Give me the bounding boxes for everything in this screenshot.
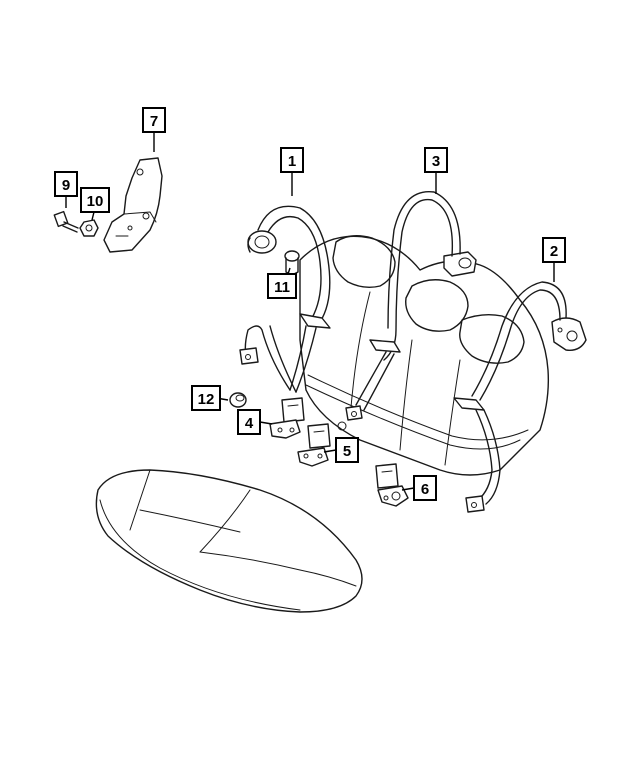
cap — [229, 392, 247, 408]
stud — [284, 250, 300, 275]
callout-7: 7 — [142, 107, 166, 133]
svg-text:4: 4 — [245, 415, 254, 432]
buckle-6 — [375, 463, 409, 507]
nut — [79, 219, 99, 237]
bolt — [53, 210, 79, 233]
svg-text:12: 12 — [198, 391, 215, 408]
buckle-4 — [269, 397, 305, 439]
seat-back — [299, 235, 550, 476]
svg-text:5: 5 — [343, 443, 351, 460]
callout-4: 4 — [237, 409, 261, 435]
seat-belt-left — [239, 205, 331, 393]
callout-9: 9 — [54, 171, 78, 197]
seat-cushion — [95, 469, 363, 613]
callout-5: 5 — [335, 437, 359, 463]
svg-text:3: 3 — [432, 153, 440, 170]
svg-text:2: 2 — [550, 243, 558, 260]
svg-text:6: 6 — [421, 481, 429, 498]
callout-10: 10 — [80, 187, 110, 213]
svg-text:1: 1 — [288, 153, 296, 170]
svg-text:10: 10 — [87, 193, 104, 210]
svg-text:9: 9 — [62, 177, 70, 194]
buckle-5 — [297, 423, 331, 467]
callout-1: 1 — [280, 147, 304, 173]
seat-belt-right — [453, 281, 587, 513]
callout-12: 12 — [191, 385, 221, 411]
svg-text:11: 11 — [274, 279, 290, 296]
mounting-bracket — [103, 157, 163, 253]
seat-belt-middle — [337, 190, 477, 431]
svg-text:7: 7 — [150, 113, 158, 130]
callout-11: 11 — [267, 273, 297, 299]
callout-3: 3 — [424, 147, 448, 173]
callout-6: 6 — [413, 475, 437, 501]
leader-lines — [65, 132, 555, 491]
callout-2: 2 — [542, 237, 566, 263]
